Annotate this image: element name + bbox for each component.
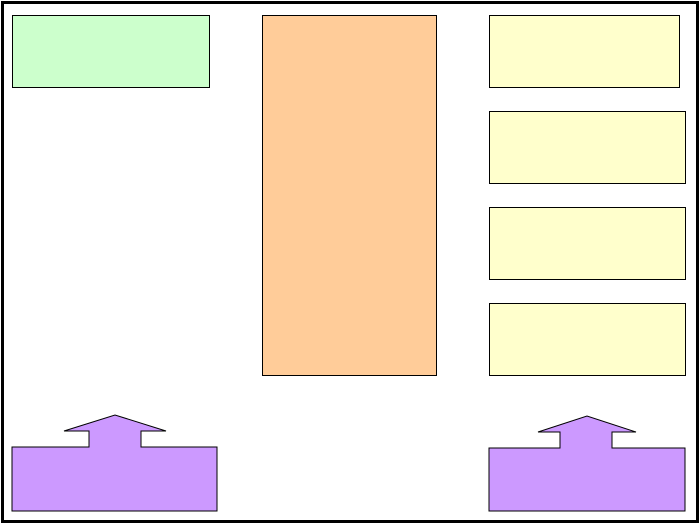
up-arrow-block-right <box>488 415 686 512</box>
up-arrow-shape-right <box>488 415 686 512</box>
yellow-box-2 <box>489 111 686 184</box>
green-box <box>12 15 210 88</box>
up-arrow-shape-left <box>11 414 218 512</box>
yellow-box-4 <box>489 303 686 376</box>
orange-box <box>262 15 437 376</box>
up-arrow-block-left <box>11 414 218 512</box>
yellow-box-1 <box>489 15 680 88</box>
yellow-box-3 <box>489 207 686 280</box>
